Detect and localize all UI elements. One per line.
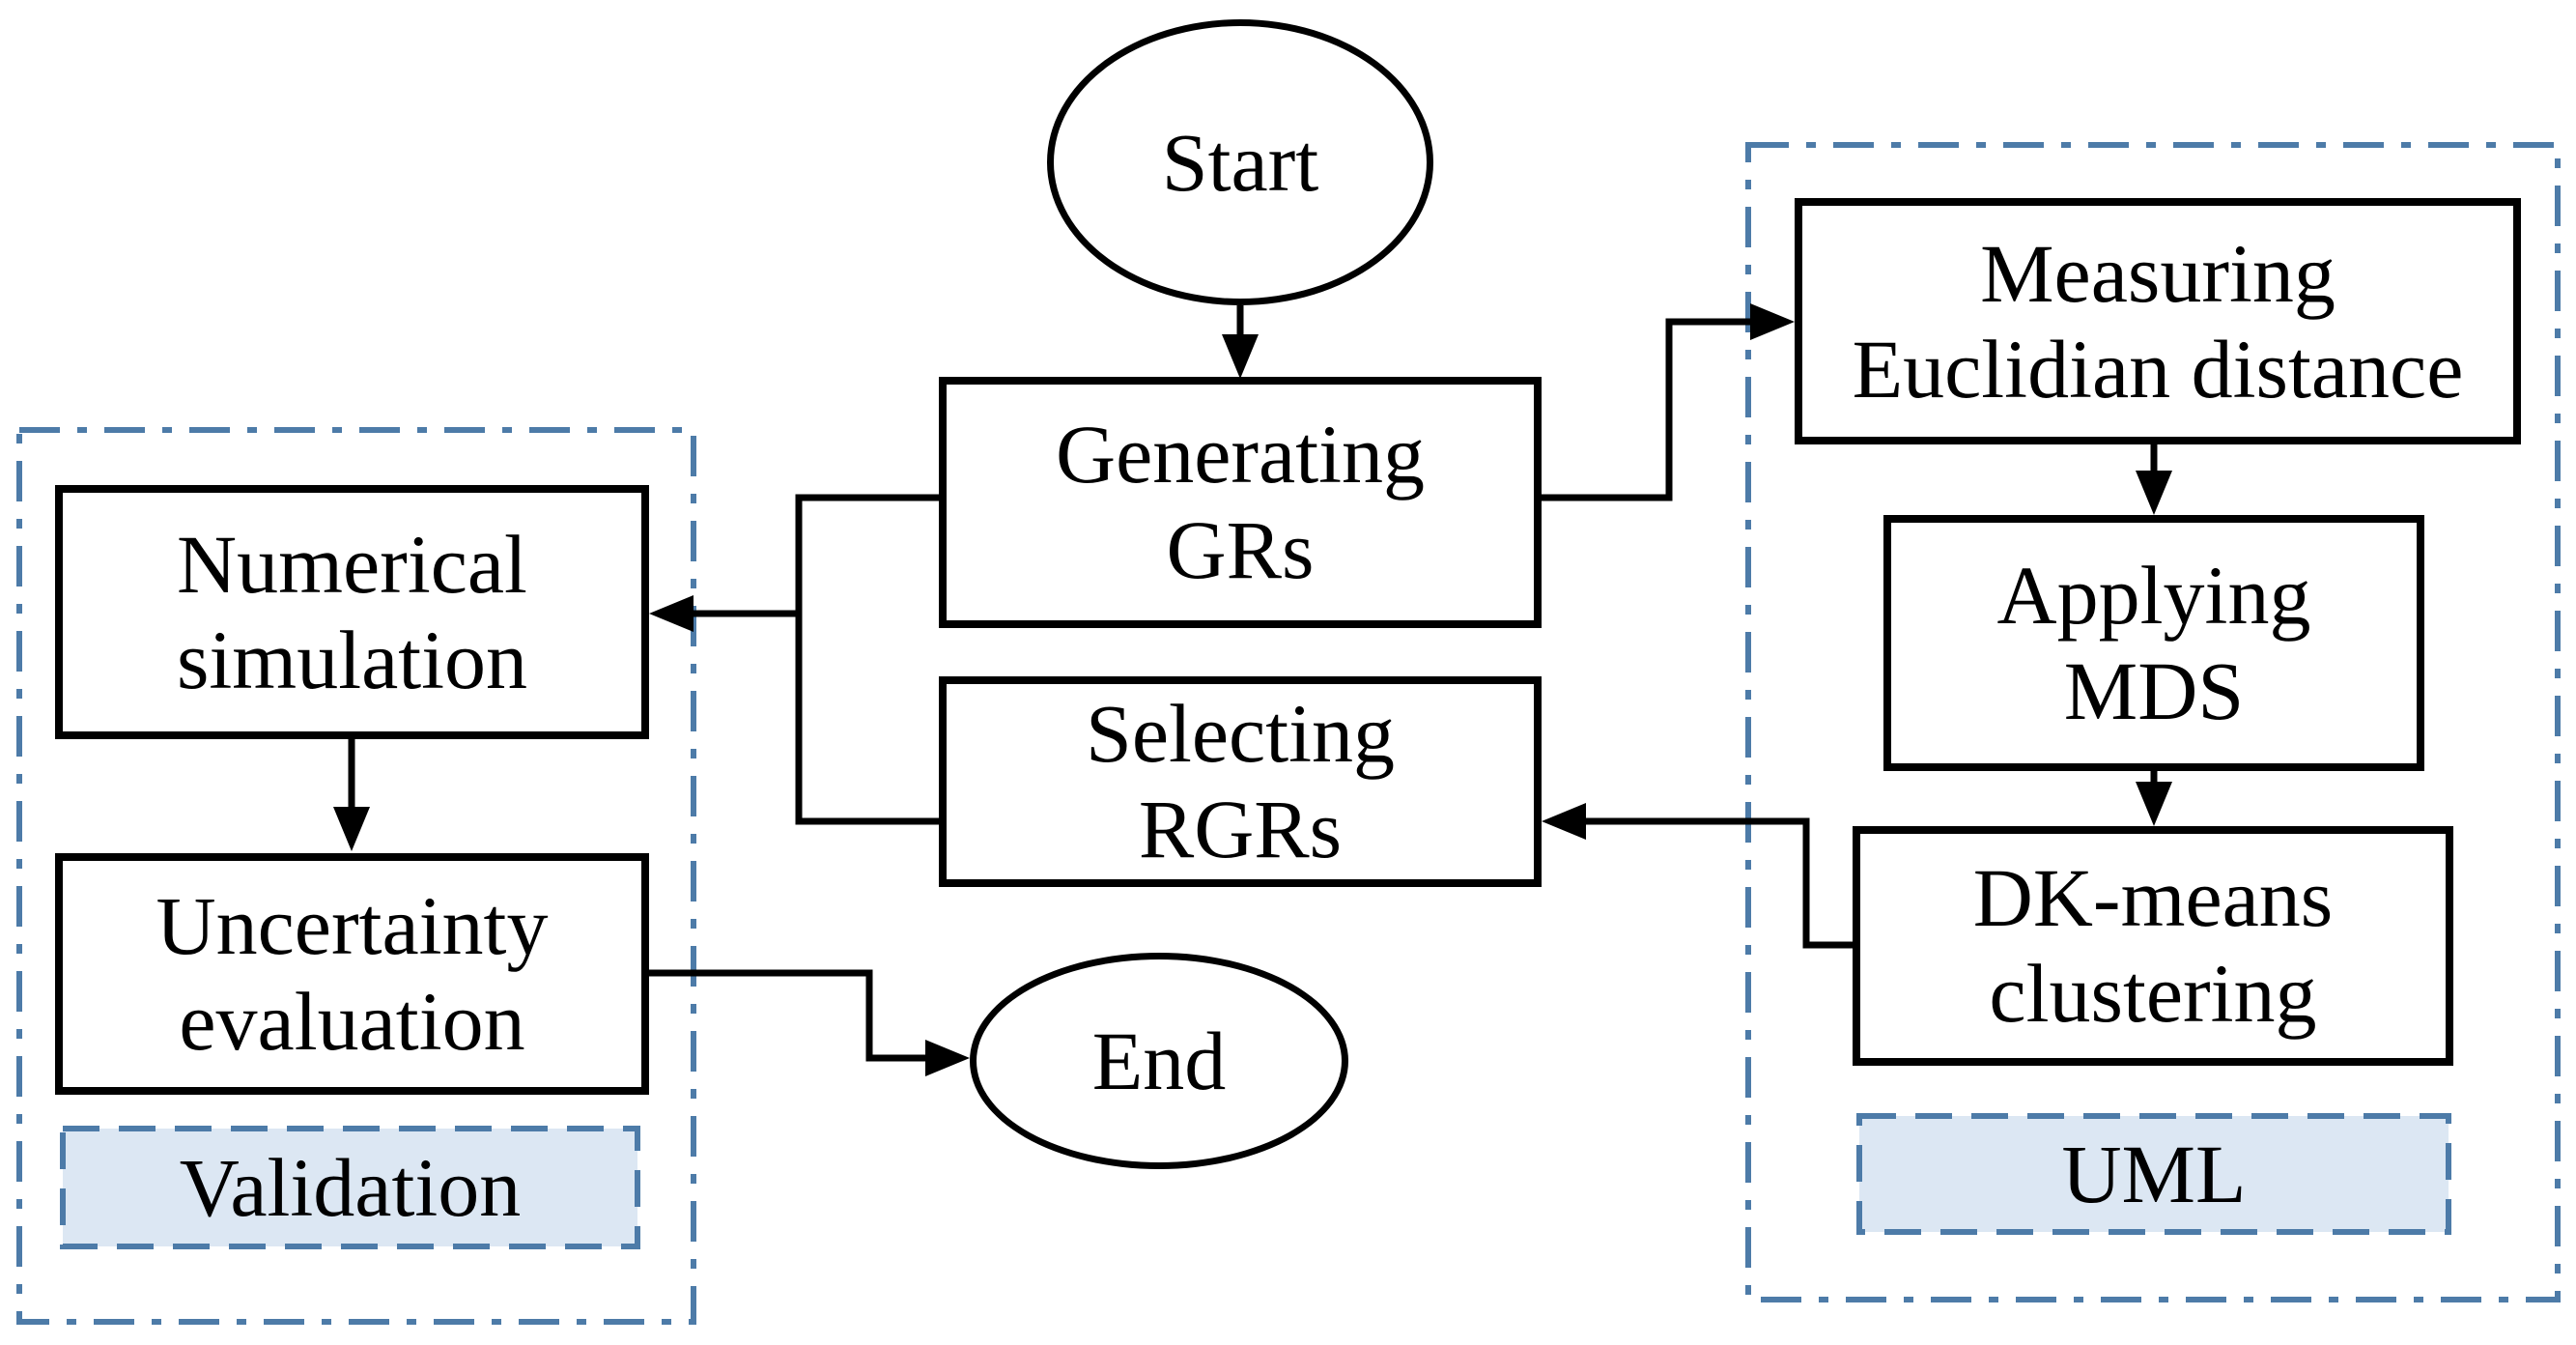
edge-applying-to-dk-arrowhead	[2136, 782, 2172, 826]
validation-group-border	[16, 427, 696, 1325]
edge-measuring-to-applying-arrowhead	[2136, 471, 2172, 515]
edge-dk-to-selecting	[1584, 817, 1853, 949]
node-selecting-rgrs: Selecting RGRs	[939, 676, 1542, 887]
edge-start-to-generating-arrowhead	[1222, 334, 1259, 379]
node-generating-grs: Generating GRs	[939, 377, 1542, 628]
edge-dk-to-selecting-arrowhead	[1542, 803, 1586, 840]
edge-generating-to-measuring-arrowhead	[1750, 303, 1795, 340]
node-start: Start	[1047, 19, 1433, 305]
node-uncertainty-evaluation: Uncertainty evaluation	[55, 853, 649, 1095]
validation-label-box	[60, 1126, 640, 1249]
edge-uncertainty-to-end	[649, 969, 927, 1062]
uml-group-label: UML	[2061, 1127, 2247, 1220]
validation-group-label: Validation	[179, 1140, 522, 1234]
node-end: End	[970, 953, 1348, 1169]
edge-trunk-to-numerical-arrowhead	[649, 595, 694, 632]
node-measuring-euclidian-distance: Measuring Euclidian distance	[1795, 198, 2521, 444]
node-applying-mds: Applying MDS	[1883, 515, 2424, 771]
edge-uncertainty-to-end-arrowhead	[925, 1040, 970, 1076]
uml-group-border	[1745, 142, 2561, 1302]
edge-trunk-generating-selecting	[795, 494, 939, 825]
edge-numerical-to-uncertainty-arrowhead	[333, 807, 370, 851]
uml-label-box	[1856, 1113, 2451, 1235]
edge-generating-to-measuring	[1542, 318, 1752, 501]
node-dk-means-clustering: DK-means clustering	[1853, 826, 2453, 1066]
node-numerical-simulation: Numerical simulation	[55, 485, 649, 739]
